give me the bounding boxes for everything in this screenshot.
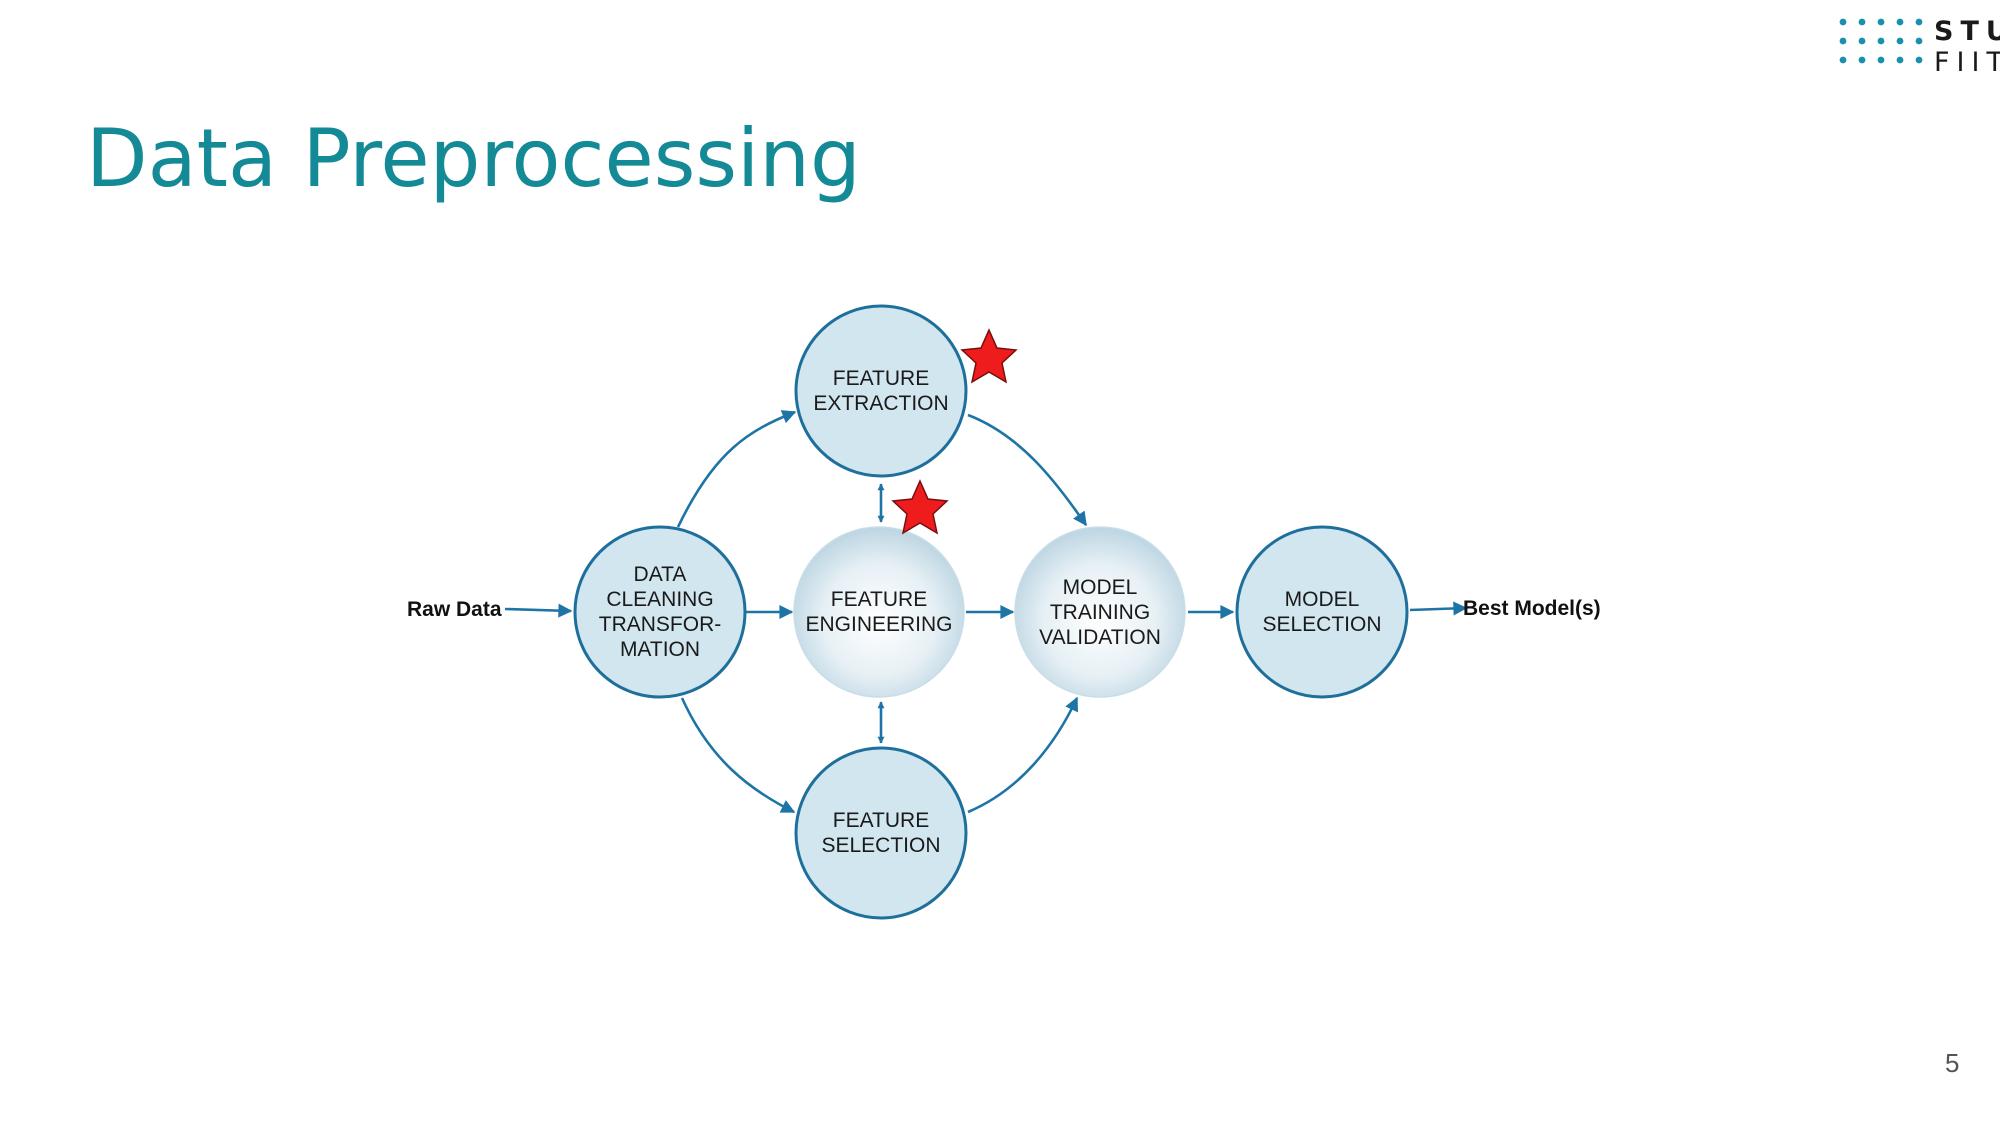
- label-feature-selection-line1: FEATURE: [833, 809, 929, 832]
- raw-data-label: Raw Data: [407, 598, 502, 621]
- star-icon: [891, 479, 949, 535]
- arrow-cleaning-to-extraction: [676, 410, 797, 528]
- node-model-training: [1014, 526, 1186, 698]
- arrow-selection-to-output: [1409, 601, 1468, 616]
- arrow-cleaning-to-feature-selection: [680, 697, 796, 814]
- label-engineering-line1: FEATURE: [831, 588, 927, 611]
- label-cleaning-line1: DATA: [634, 563, 687, 586]
- arrow-extraction-to-training: [967, 413, 1088, 527]
- best-models-label: Best Model(s): [1463, 597, 1601, 620]
- node-model-selection: [1235, 525, 1409, 699]
- label-feature-selection-line2: SELECTION: [821, 834, 940, 857]
- page-number: 5: [1945, 1048, 1960, 1078]
- label-training-line3: VALIDATION: [1039, 626, 1161, 649]
- label-extraction-line1: FEATURE: [833, 367, 929, 390]
- label-model-selection-line2: SELECTION: [1262, 613, 1381, 636]
- label-model-selection-line1: MODEL: [1285, 588, 1360, 611]
- slide-title: Data Preprocessing: [86, 112, 861, 205]
- node-feature-selection: [794, 746, 968, 920]
- label-training-line2: TRAINING: [1050, 601, 1150, 624]
- label-cleaning-line2: CLEANING: [606, 588, 713, 611]
- star-icon: [960, 328, 1018, 384]
- node-feature-engineering: [793, 526, 965, 698]
- node-data-cleaning: [573, 525, 747, 699]
- stu-fiit-logo: STU FIIT: [1838, 16, 2000, 78]
- arrow-raw-to-cleaning: [504, 603, 573, 618]
- logo-text-fiit: FIIT: [1934, 47, 2000, 78]
- arrow-feature-selection-to-training: [967, 696, 1079, 814]
- logo-text-stu: STU: [1934, 16, 2000, 47]
- label-extraction-line2: EXTRACTION: [813, 392, 948, 415]
- label-engineering-line2: ENGINEERING: [805, 613, 952, 636]
- logo-dots-icon: [1839, 18, 1923, 64]
- node-feature-extraction: [794, 304, 968, 478]
- label-cleaning-line3: TRANSFOR-: [599, 613, 722, 636]
- label-training-line1: MODEL: [1063, 576, 1138, 599]
- label-cleaning-line4: MATION: [620, 638, 700, 661]
